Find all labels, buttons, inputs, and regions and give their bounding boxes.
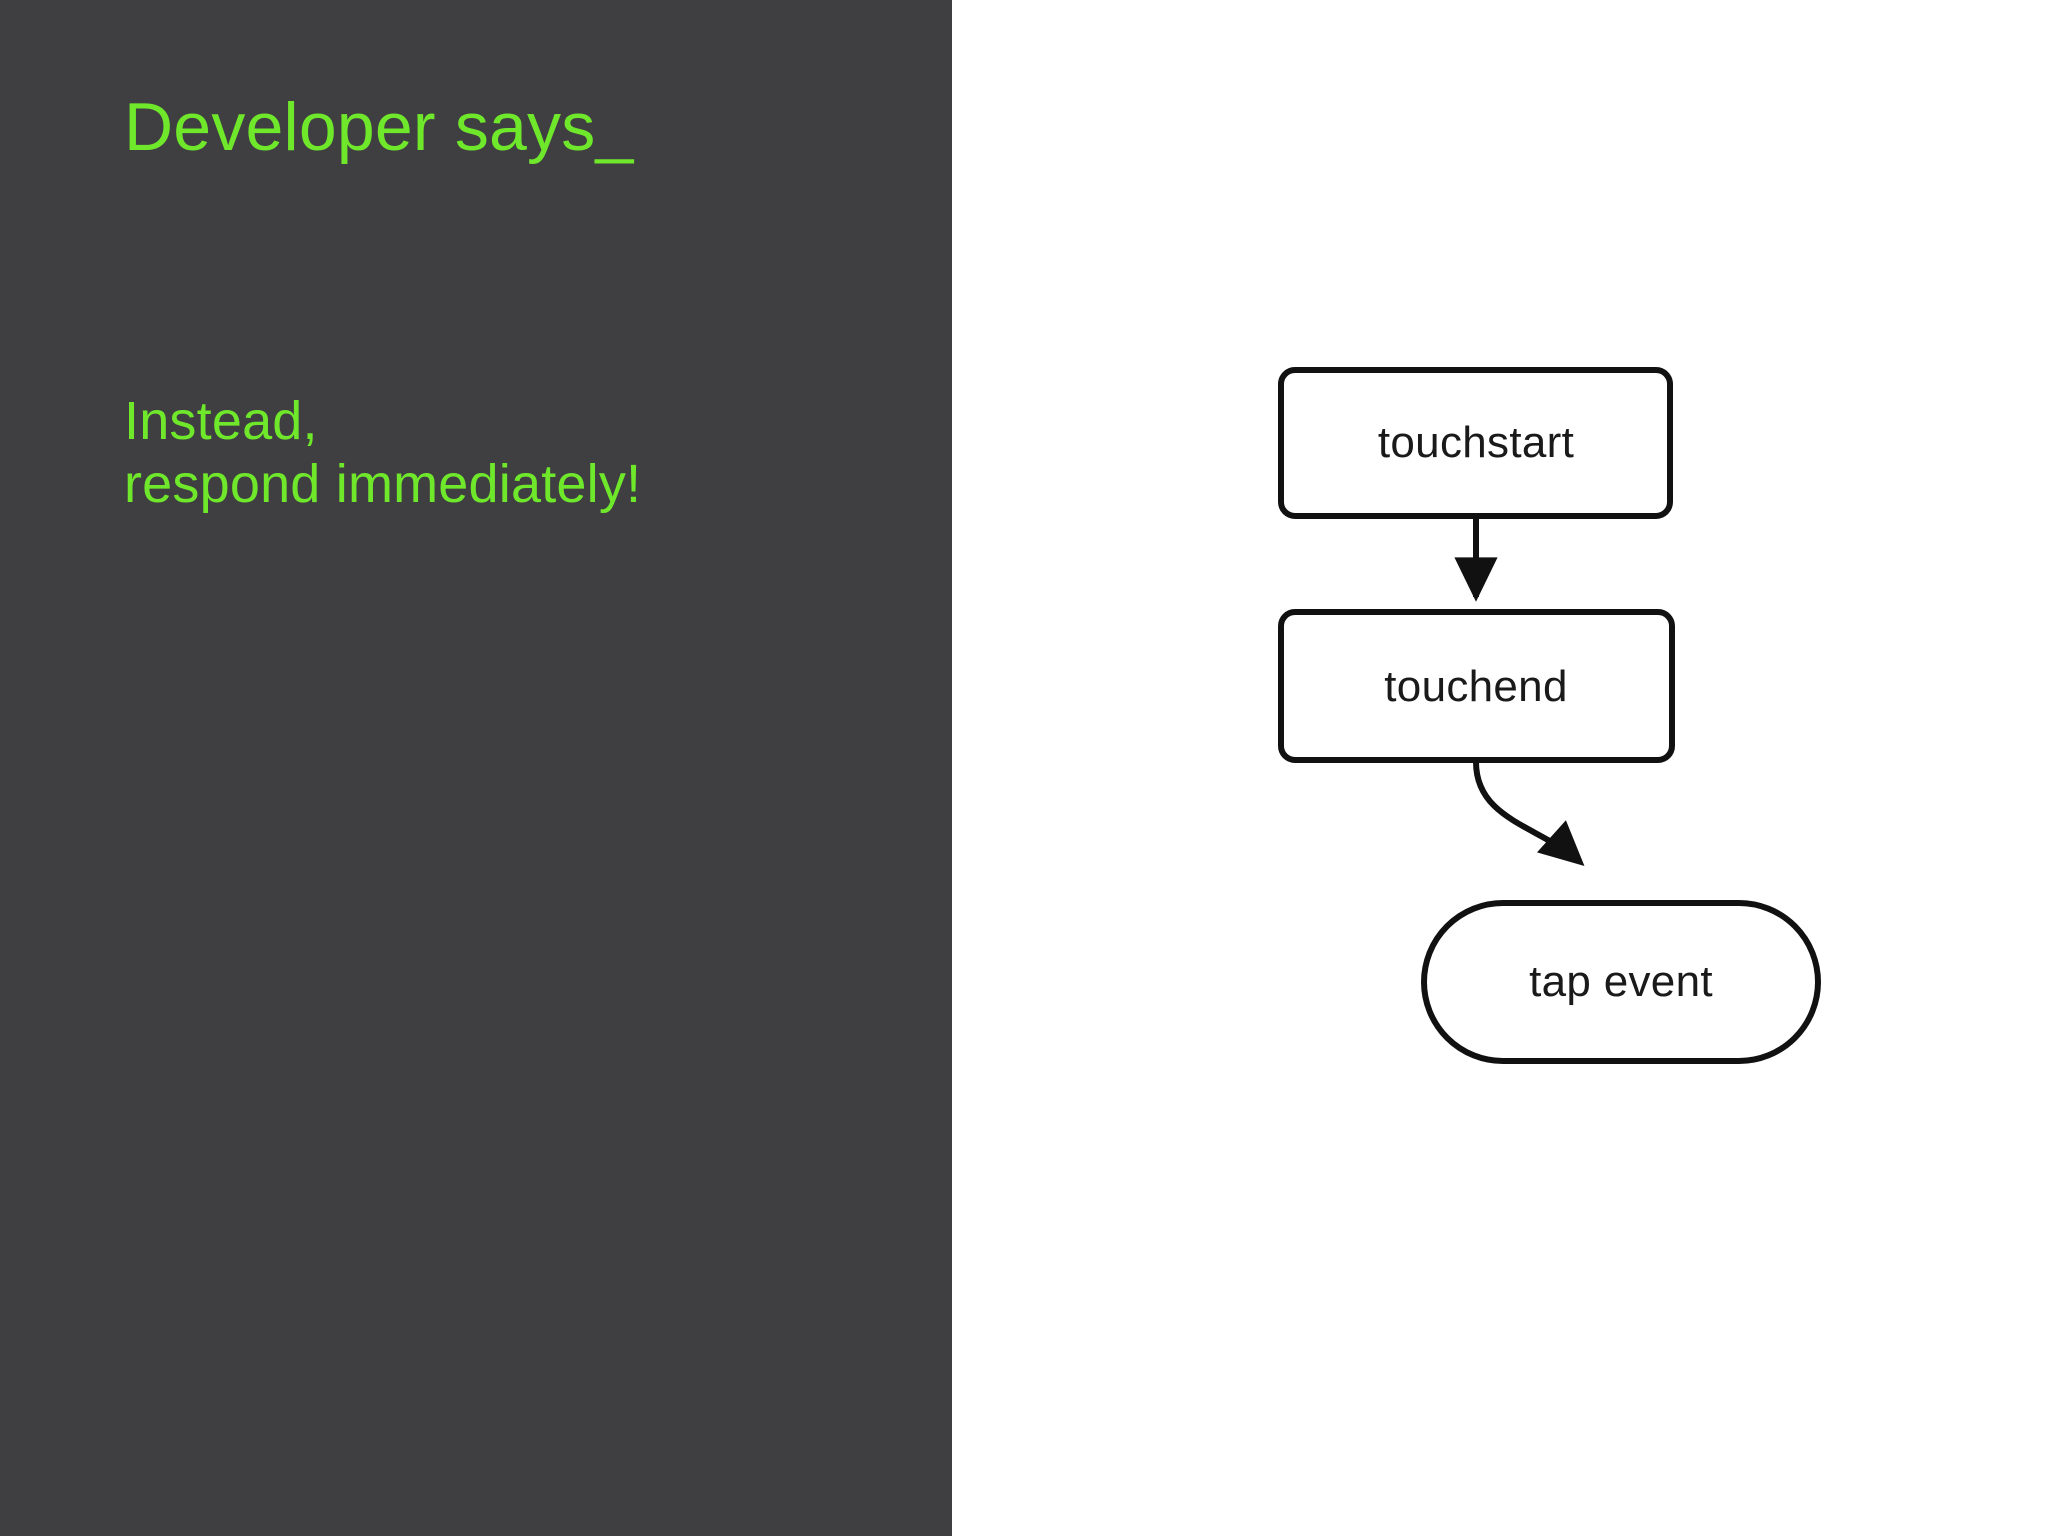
left-dark-panel: Developer says_ Instead, respond immedia… [0, 0, 952, 1536]
body-text-block: Instead, respond immediately! [124, 390, 641, 515]
flow-edge-touchend-to-tapevent [1473, 761, 1585, 867]
page-title: Developer says_ [124, 89, 634, 165]
flow-node-tap-event[interactable] [1421, 900, 1821, 1064]
flow-node-touchend[interactable] [1278, 609, 1675, 763]
right-white-panel [952, 0, 2048, 1536]
touch-event-flowchart [1278, 367, 1821, 1064]
flow-node-touchstart[interactable] [1278, 367, 1673, 519]
body-text-line-2: respond immediately! [124, 453, 642, 514]
body-text-line-1: Instead, [124, 391, 318, 451]
